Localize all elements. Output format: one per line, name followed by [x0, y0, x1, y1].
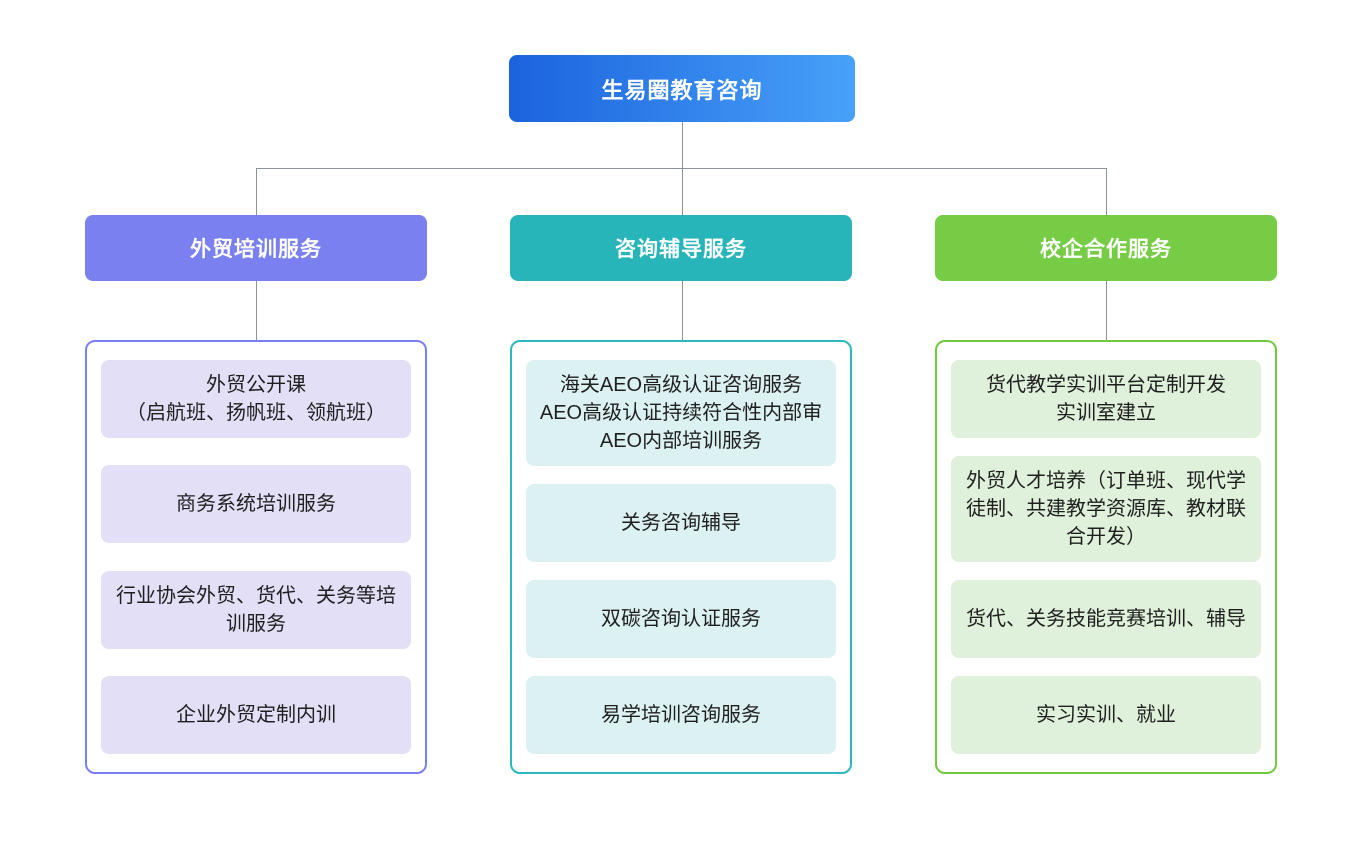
branch-body-foreign-trade-training: 外贸公开课 （启航班、扬帆班、领航班） 商务系统培训服务行业协会外贸、货代、关务等培…	[85, 340, 427, 774]
connector-line	[682, 122, 683, 168]
service-item-text: 双碳咨询认证服务	[601, 608, 761, 630]
connector-line	[1106, 281, 1107, 340]
service-item: 货代、关务技能竞赛培训、辅导	[951, 580, 1261, 658]
connector-line	[1106, 168, 1107, 215]
branch-body-consulting-coaching: 海关AEO高级认证咨询服务 AEO高级认证持续符合性内部审 AEO内部培训服务关务咨…	[510, 340, 852, 774]
service-item-text: （启航班、扬帆班、领航班）	[126, 402, 386, 424]
service-item-text: 易学培训咨询服务	[601, 704, 761, 726]
branch-header-label: 外贸培训服务	[190, 238, 322, 261]
service-item-text: AEO内部培训服务	[599, 430, 763, 452]
connector-line	[256, 168, 257, 215]
branch-body-school-enterprise: 货代教学实训平台定制开发实训室建立外贸人才培养（订单班、现代学徒制、共建教学资源…	[935, 340, 1277, 774]
root-node: 生易圈教育咨询	[509, 55, 855, 122]
service-item: 实习实训、就业	[951, 676, 1261, 754]
connector-line	[682, 168, 683, 215]
service-item: 海关AEO高级认证咨询服务 AEO高级认证持续符合性内部审 AEO内部培训服务	[526, 360, 836, 466]
branch-header-foreign-trade-training: 外贸培训服务	[85, 215, 427, 281]
root-node-label: 生易圈教育咨询	[601, 77, 763, 103]
service-item: 双碳咨询认证服务	[526, 580, 836, 658]
service-item: 商务系统培训服务	[101, 465, 411, 544]
service-item-text: 关务咨询辅导	[621, 512, 741, 534]
service-item: 易学培训咨询服务	[526, 676, 836, 754]
service-item: 外贸人才培养（订单班、现代学徒制、共建教学资源库、教材联合开发）	[951, 456, 1261, 562]
service-item: 企业外贸定制内训	[101, 675, 411, 754]
service-item-text: 实训室建立	[1056, 402, 1156, 424]
branch-header-label: 校企合作服务	[1040, 238, 1172, 261]
service-item: 关务咨询辅导	[526, 484, 836, 562]
service-item: 行业协会外贸、货代、关务等培训服务	[101, 570, 411, 649]
service-item-text: 外贸公开课	[206, 374, 306, 396]
service-item-text: 货代、关务技能竞赛培训、辅导	[966, 608, 1246, 630]
service-item-text: 货代教学实训平台定制开发	[986, 374, 1226, 396]
service-item: 外贸公开课 （启航班、扬帆班、领航班）	[101, 360, 411, 438]
branch-header-school-enterprise: 校企合作服务	[935, 215, 1277, 281]
service-item-text: AEO高级认证持续符合性内部审	[539, 402, 823, 424]
connector-line	[256, 281, 257, 340]
branch-header-consulting-coaching: 咨询辅导服务	[510, 215, 852, 281]
connector-line	[256, 168, 1106, 169]
service-item-text: 商务系统培训服务	[176, 493, 336, 516]
service-item-text: 行业协会外贸、货代、关务等培训服务	[116, 584, 396, 635]
service-item-text: 企业外贸定制内训	[176, 703, 336, 726]
branch-header-label: 咨询辅导服务	[615, 238, 747, 261]
service-item-text: 海关AEO高级认证咨询服务	[559, 374, 803, 396]
connector-line	[682, 281, 683, 340]
service-item-text: 实习实训、就业	[1036, 704, 1176, 726]
service-item-text: 外贸人才培养（订单班、现代学徒制、共建教学资源库、教材联合开发）	[966, 470, 1246, 548]
service-item: 货代教学实训平台定制开发实训室建立	[951, 360, 1261, 438]
